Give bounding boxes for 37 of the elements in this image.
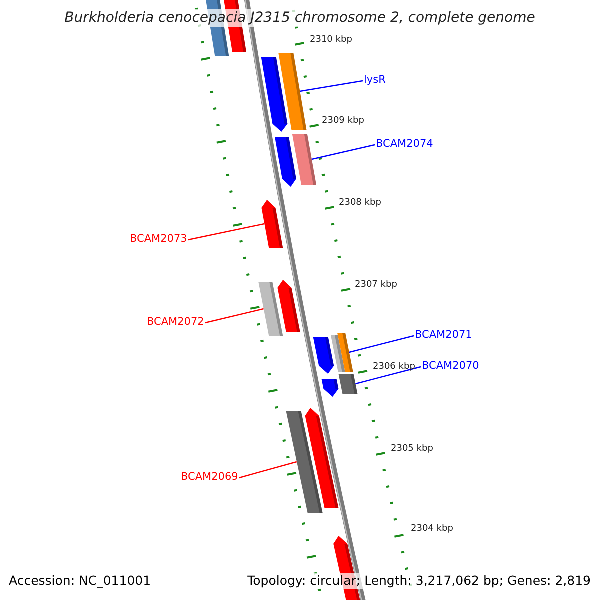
- gene-bar: [261, 57, 288, 132]
- gene-label: lysR: [364, 73, 386, 87]
- genome-info-text: Topology: circular; Length: 3,217,062 bp; Genes: 2,819: [248, 573, 591, 589]
- gene-bar: [292, 134, 316, 185]
- leader-line: [356, 366, 422, 385]
- gene-bar: [278, 280, 300, 332]
- leader-line: [349, 335, 414, 354]
- gene-label: BCAM2073: [130, 232, 188, 246]
- leader-line: [239, 461, 298, 479]
- scale-label: 2309 kbp: [322, 116, 364, 127]
- gene-bar: [258, 282, 284, 336]
- gene-label: BCAM2069: [181, 470, 238, 484]
- leader-line: [300, 80, 364, 92]
- accession-text: Accession: NC_011001: [9, 573, 152, 589]
- scale-label: 2307 kbp: [355, 280, 398, 291]
- scale-label: 2306 kbp: [373, 362, 416, 373]
- gene-bar: [262, 200, 284, 248]
- gene-bar: [338, 333, 354, 372]
- gene-bar: [322, 379, 339, 397]
- gene-label: BCAM2070: [422, 359, 480, 373]
- gene-bar: [275, 137, 296, 187]
- scale-label: 2304 kbp: [411, 524, 454, 535]
- gene-bar: [278, 53, 307, 130]
- leader-line: [188, 223, 265, 241]
- gene-bar: [313, 337, 334, 374]
- gene-label: BCAM2072: [147, 315, 204, 329]
- gene-bar: [330, 335, 346, 372]
- gene-bar: [338, 374, 358, 394]
- gene-label: BCAM2074: [376, 137, 434, 151]
- gene-label: BCAM2071: [415, 328, 472, 342]
- scale-label: 2305 kbp: [391, 444, 434, 455]
- gene-bar: [305, 408, 339, 508]
- leader-line: [205, 308, 264, 324]
- scale-label: 2308 kbp: [339, 198, 382, 209]
- leader-line: [312, 144, 376, 160]
- gene-bar: [286, 411, 323, 513]
- scale-label: 2310 kbp: [310, 35, 352, 46]
